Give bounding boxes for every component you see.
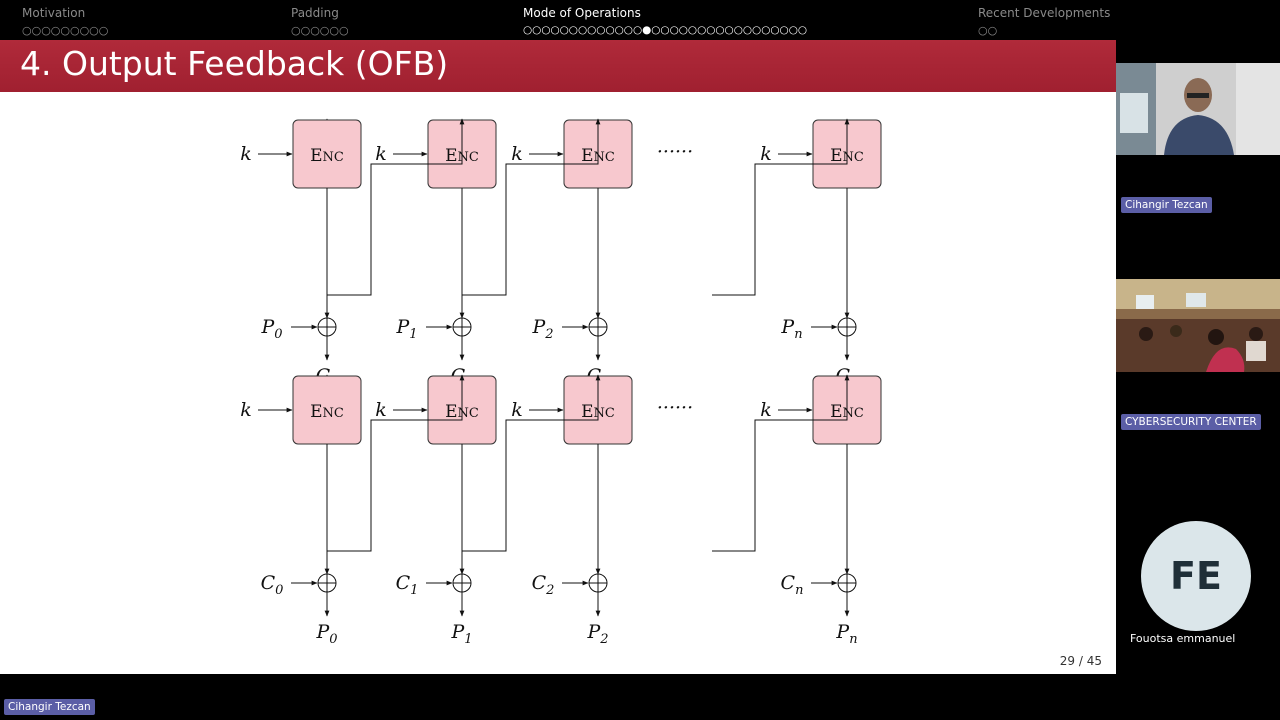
ofb-diagram: IVkENCP0C0kENCP1C1kENCP2C2kENCPnCn······… bbox=[240, 118, 882, 647]
nav-section-mode-of-operations[interactable]: Mode of Operations bbox=[523, 6, 641, 20]
enc-ellipsis: ······ bbox=[657, 141, 693, 163]
speaker-video bbox=[1116, 63, 1280, 155]
enc-feedback-n bbox=[712, 118, 850, 296]
page-number: 29 / 45 bbox=[1059, 654, 1102, 668]
dec-input-label-3: Cn bbox=[781, 572, 804, 598]
dec-ellipsis: ······ bbox=[657, 397, 693, 419]
dec-output-label-1: P1 bbox=[450, 621, 472, 647]
dec-key-label-3: k bbox=[760, 399, 772, 421]
enc-input-label-2: P2 bbox=[531, 316, 553, 342]
dec-feedback-n bbox=[712, 374, 850, 552]
enc-feedback-1 bbox=[462, 118, 601, 296]
dec-enc-label-3: ENC bbox=[830, 402, 864, 422]
dec-key-label-0: k bbox=[240, 399, 252, 421]
dec-output-label-2: P2 bbox=[586, 621, 608, 647]
slide-title: 4. Output Feedback (OFB) bbox=[20, 44, 449, 83]
dec-enc-label-0: ENC bbox=[310, 402, 344, 422]
enc-enc-label-1: ENC bbox=[445, 146, 479, 166]
dec-input-label-0: C0 bbox=[261, 572, 284, 598]
nav-dots-recent-developments[interactable]: ○○ bbox=[978, 24, 998, 37]
active-speaker-tag: Cihangir Tezcan bbox=[4, 699, 95, 715]
enc-key-label-3: k bbox=[760, 143, 772, 165]
dec-input-label-2: C2 bbox=[532, 572, 555, 598]
nav-section-motivation[interactable]: Motivation bbox=[22, 6, 86, 20]
ofb-decryption-row: IVkENCC0P0kENCC1P1kENCC2P2kENCCnPn······ bbox=[240, 374, 882, 647]
dec-feedback-0 bbox=[327, 374, 465, 552]
enc-key-label-2: k bbox=[511, 143, 523, 165]
dec-feedback-1 bbox=[462, 374, 601, 552]
dec-input-label-1: C1 bbox=[396, 572, 419, 598]
classroom-video bbox=[1116, 279, 1280, 372]
enc-enc-label-3: ENC bbox=[830, 146, 864, 166]
participant-name-cybersecurity-center: CYBERSECURITY CENTER bbox=[1121, 414, 1261, 430]
video-tile-cihangir[interactable] bbox=[1116, 63, 1280, 155]
enc-input-label-3: Pn bbox=[780, 316, 802, 342]
enc-enc-label-0: ENC bbox=[310, 146, 344, 166]
dec-key-label-1: k bbox=[375, 399, 387, 421]
participant-name-fouotsa: Fouotsa emmanuel bbox=[1130, 632, 1236, 645]
enc-input-label-1: P1 bbox=[395, 316, 417, 342]
enc-key-label-0: k bbox=[240, 143, 252, 165]
participant-avatar-fe[interactable]: FE bbox=[1141, 521, 1251, 631]
dec-output-label-0: P0 bbox=[315, 621, 337, 647]
dec-enc-label-1: ENC bbox=[445, 402, 479, 422]
slide-body: IVkENCP0C0kENCP1C1kENCP2C2kENCPnCn······… bbox=[0, 92, 1116, 674]
enc-enc-label-2: ENC bbox=[581, 146, 615, 166]
nav-section-padding[interactable]: Padding bbox=[291, 6, 339, 20]
dec-key-label-2: k bbox=[511, 399, 523, 421]
enc-input-label-0: P0 bbox=[260, 316, 282, 342]
slide-title-bar: 4. Output Feedback (OFB) bbox=[0, 40, 1116, 92]
slide-navbar: Motivation ○○○○○○○○○ Padding ○○○○○○ Mode… bbox=[0, 0, 1116, 40]
nav-section-recent-developments[interactable]: Recent Developments bbox=[978, 6, 1111, 20]
enc-key-label-1: k bbox=[375, 143, 387, 165]
nav-dots-padding[interactable]: ○○○○○○ bbox=[291, 24, 349, 37]
dec-enc-label-2: ENC bbox=[581, 402, 615, 422]
nav-dots-motivation[interactable]: ○○○○○○○○○ bbox=[22, 24, 109, 37]
video-tile-cybersecurity-center[interactable] bbox=[1116, 279, 1280, 372]
enc-feedback-0 bbox=[327, 118, 465, 296]
ofb-encryption-row: IVkENCP0C0kENCP1C1kENCP2C2kENCPnCn······ bbox=[240, 118, 882, 391]
participant-name-cihangir: Cihangir Tezcan bbox=[1121, 197, 1212, 213]
nav-dots-mode-of-operations[interactable]: ○○○○○○○○○○○○○●○○○○○○○○○○○○○○○○○ bbox=[523, 24, 808, 36]
dec-output-label-3: Pn bbox=[835, 621, 857, 647]
